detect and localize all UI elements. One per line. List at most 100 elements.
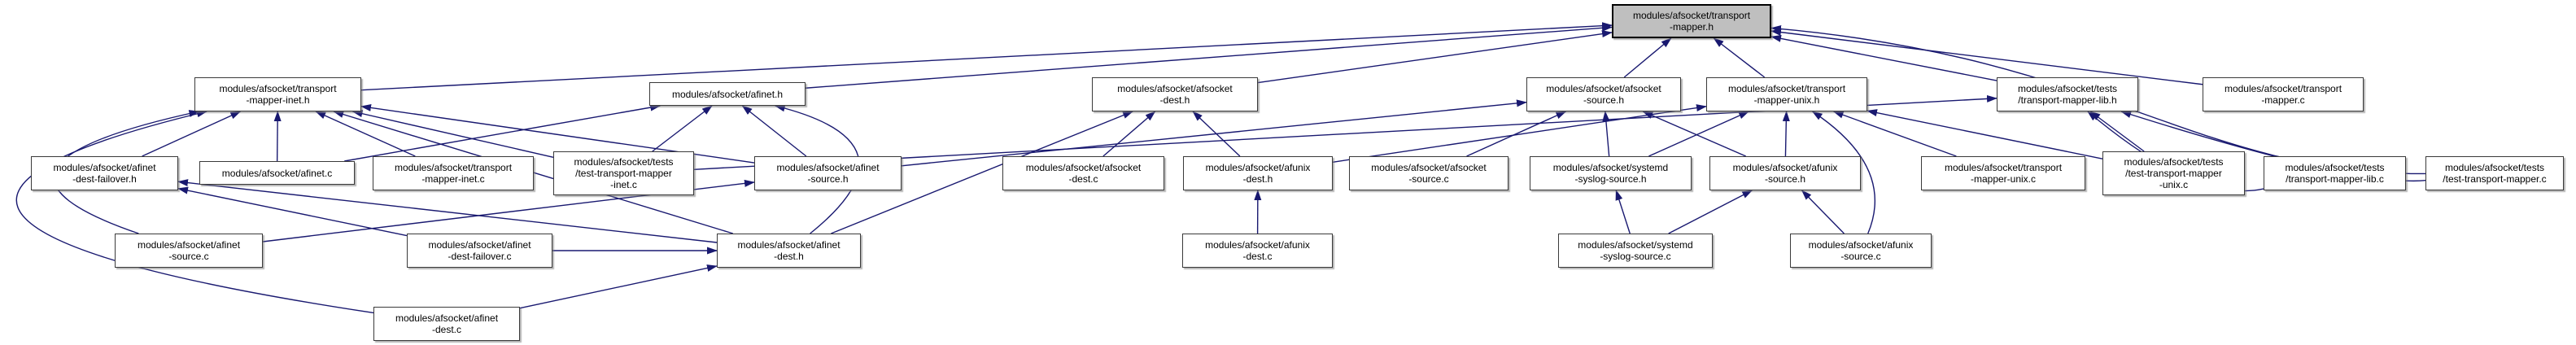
graph-node-label-line: modules/afsocket/tests — [2017, 83, 2118, 94]
include-edge-n20-n6 — [1867, 109, 2103, 159]
include-edge-n27-n18 — [1668, 190, 1753, 234]
graph-node-label-line: modules/afsocket/afsocket — [1546, 83, 1661, 94]
graph-node-label-line: modules/afsocket/afinet — [395, 312, 499, 324]
graph-node-label-line: -mapper.c — [2261, 94, 2305, 106]
include-edge-n8-n1 — [1770, 28, 2203, 85]
include-edge-n13-n5 — [901, 99, 1527, 167]
graph-node-label-line: modules/afsocket/tests — [2124, 156, 2224, 168]
include-edge-n16-n5 — [1466, 111, 1567, 157]
include-edge-n2-n1 — [360, 22, 1613, 91]
graph-node-label-line: /test-transport-mapper — [2125, 168, 2222, 179]
graph-node-label-line: modules/afsocket/afinet — [137, 239, 241, 251]
graph-node-label-line: -dest.h — [774, 251, 804, 262]
graph-node-label-line: modules/afsocket/transport — [394, 162, 513, 173]
graph-node-tests-test-transport-mapper-unix-c[interactable]: modules/afsocket/tests/test-transport-ma… — [2102, 151, 2245, 195]
graph-node-label-line: modules/afsocket/afunix — [1808, 239, 1914, 251]
graph-node-label-line: /test-transport-mapper.c — [2443, 173, 2547, 185]
graph-node-label-line: -source.h — [1583, 94, 1625, 106]
include-edge-n18-n5 — [1642, 111, 1746, 157]
graph-node-afinet-dest-h[interactable]: modules/afsocket/afinet-dest.h — [717, 234, 861, 268]
include-edge-n7-n1 — [1770, 34, 1997, 81]
include-edge-n29-n25 — [519, 264, 718, 309]
graph-node-label-line: /test-transport-mapper — [575, 168, 672, 179]
graph-node-transport-mapper-unix-c[interactable]: modules/afsocket/transport-mapper-unix.c — [1921, 156, 2085, 190]
include-edge-n25-n9 — [177, 179, 718, 243]
include-edge-n17-n5 — [1602, 111, 1610, 157]
graph-node-afinet-c[interactable]: modules/afsocket/afinet.c — [199, 161, 355, 185]
graph-node-label-line: modules/afsocket/tests — [2285, 162, 2385, 173]
graph-node-afunix-source-c[interactable]: modules/afsocket/afunix-source.c — [1790, 234, 1932, 268]
graph-node-afinet-dest-c[interactable]: modules/afsocket/afinet-dest.c — [373, 307, 520, 341]
include-edge-n28-n6 — [1811, 111, 1876, 234]
graph-node-label-line: -syslog-source.h — [1574, 173, 1647, 185]
graph-node-label-line: modules/afsocket/afinet — [53, 162, 156, 173]
include-edge-n14-n4 — [1102, 111, 1156, 157]
include-edge-n4-n1 — [1257, 30, 1613, 84]
graph-node-afinet-h[interactable]: modules/afsocket/afinet.h — [649, 82, 806, 106]
graph-node-label-line: modules/afsocket/tests — [574, 156, 674, 168]
graph-node-systemd-syslog-source-c[interactable]: modules/afsocket/systemd-syslog-source.c — [1558, 234, 1713, 268]
graph-node-label-line: -mapper-unix.h — [1753, 94, 1820, 106]
graph-node-afinet-dest-failover-c[interactable]: modules/afsocket/afinet-dest-failover.c — [407, 234, 552, 268]
graph-node-afunix-dest-h[interactable]: modules/afsocket/afunix-dest.h — [1183, 156, 1333, 190]
graph-node-tests-test-transport-mapper-c[interactable]: modules/afsocket/tests/test-transport-ma… — [2425, 156, 2564, 190]
graph-node-label-line: -dest-failover.h — [72, 173, 137, 185]
graph-node-label-line: -dest.h — [1159, 94, 1190, 106]
graph-node-label-line: -mapper-inet.h — [246, 94, 310, 106]
graph-node-label-line: -source.h — [1764, 173, 1806, 185]
graph-node-transport-mapper-inet-h[interactable]: modules/afsocket/transport-mapper-inet.h — [194, 77, 361, 111]
graph-node-label-line: modules/afsocket/transport — [1727, 83, 1846, 94]
include-edge-n25-n3 — [774, 104, 860, 234]
graph-node-afinet-source-h[interactable]: modules/afsocket/afinet-source.h — [754, 156, 902, 190]
graph-node-label-line: -dest.c — [1068, 173, 1098, 185]
graph-node-afsocket-source-h[interactable]: modules/afsocket/afsocket-source.h — [1526, 77, 1681, 111]
include-edge-n13-n3 — [741, 105, 807, 157]
graph-node-label-line: modules/afsocket/afinet — [737, 239, 840, 251]
graph-node-label-line: modules/afsocket/transport — [2224, 83, 2342, 94]
graph-node-label-line: -source.h — [807, 173, 849, 185]
graph-node-tests-transport-mapper-lib-c[interactable]: modules/afsocket/tests/transport-mapper-… — [2264, 156, 2406, 190]
include-edge-n11-n2 — [315, 111, 416, 157]
graph-node-label-line: modules/afsocket/tests — [2444, 162, 2545, 173]
graph-node-label-line: -source.c — [168, 251, 209, 262]
graph-node-transport-mapper-unix-h[interactable]: modules/afsocket/transport-mapper-unix.h — [1706, 77, 1867, 111]
include-edge-n12-n2 — [351, 110, 554, 158]
include-edge-n19-n6 — [1832, 111, 1957, 157]
graph-node-label-line: -source.c — [1840, 251, 1881, 262]
graph-node-transport-mapper-inet-c[interactable]: modules/afsocket/transport-mapper-inet.c — [373, 156, 534, 190]
graph-node-afsocket-source-c[interactable]: modules/afsocket/afsocket-source.c — [1349, 156, 1508, 190]
graph-node-afinet-source-c[interactable]: modules/afsocket/afinet-source.c — [115, 234, 263, 268]
graph-node-afsocket-dest-c[interactable]: modules/afsocket/afsocket-dest.c — [1002, 156, 1164, 190]
graph-node-afsocket-dest-h[interactable]: modules/afsocket/afsocket-dest.h — [1092, 77, 1258, 111]
graph-node-label-line: modules/afsocket/transport — [1944, 162, 2063, 173]
graph-node-label-line: modules/afsocket/afsocket — [1371, 162, 1487, 173]
graph-node-systemd-syslog-source-h[interactable]: modules/afsocket/systemd-syslog-source.h — [1530, 156, 1692, 190]
include-edge-n3-n1 — [805, 24, 1613, 89]
include-edge-n12-n3 — [652, 105, 713, 152]
graph-node-afinet-dest-failover-h[interactable]: modules/afsocket/afinet-dest-failover.h — [31, 156, 178, 190]
graph-node-label-line: /transport-mapper-lib.c — [2286, 173, 2384, 185]
graph-node-label-line: modules/afsocket/afinet.h — [671, 88, 784, 100]
include-edge-n6-n1 — [1713, 37, 1766, 78]
include-edge-n10-n2 — [273, 111, 282, 162]
graph-node-afunix-source-h[interactable]: modules/afsocket/afunix-source.h — [1709, 156, 1861, 190]
include-edge-n25-n4 — [831, 111, 1134, 234]
graph-node-label-line: modules/afsocket/afinet — [428, 239, 531, 251]
graph-node-afunix-dest-c[interactable]: modules/afsocket/afunix-dest.c — [1182, 234, 1333, 268]
include-edge-n20-n7 — [2089, 111, 2145, 152]
graph-node-label-line: -unix.c — [2159, 179, 2189, 190]
include-edge-n5-n1 — [1623, 37, 1672, 78]
graph-node-tests-transport-mapper-lib-h[interactable]: modules/afsocket/tests/transport-mapper-… — [1997, 77, 2138, 111]
graph-node-label-line: -mapper.h — [1669, 21, 1714, 33]
graph-node-transport-mapper-c[interactable]: modules/afsocket/transport-mapper.c — [2203, 77, 2364, 111]
graph-node-label-line: modules/afsocket/afinet — [776, 162, 880, 173]
include-edge-n29-n2 — [15, 110, 374, 314]
graph-node-tests-test-transport-mapper-inet-c[interactable]: modules/afsocket/tests/test-transport-ma… — [553, 151, 694, 195]
include-edge-n10-n3 — [344, 103, 661, 162]
graph-node-label-line: modules/afsocket/afunix — [1205, 239, 1310, 251]
graph-node-label-line: modules/afsocket/transport — [1632, 10, 1751, 21]
graph-node-label-line: modules/afsocket/afinet.c — [221, 167, 333, 179]
graph-node-label-line: -mapper-unix.c — [1970, 173, 2037, 185]
include-edge-n24-n9 — [177, 186, 408, 237]
